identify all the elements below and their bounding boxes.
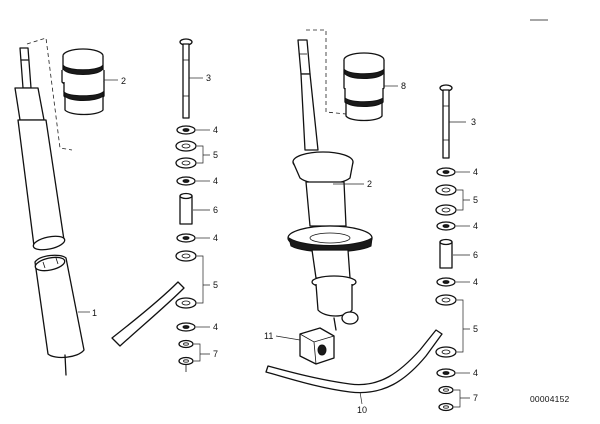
- callout-10: 10: [357, 405, 367, 415]
- callout-4-left-a: 4: [213, 125, 218, 135]
- callout-5-right-b: 5: [473, 324, 478, 334]
- callout-2-left: 2: [121, 76, 126, 86]
- callout-2-right: 2: [367, 179, 372, 189]
- document-number: 00004152: [530, 394, 569, 404]
- shock-absorber-left: [14, 47, 85, 376]
- callout-6-left-b: 5: [213, 280, 218, 290]
- rubber-mount: [299, 327, 335, 365]
- assembly-bracket-left: [26, 37, 73, 151]
- washer-stack-right: [435, 167, 457, 412]
- callout-5-right-a: 5: [473, 195, 478, 205]
- callout-4-left-b: 4: [213, 176, 218, 186]
- callout-1: 1: [92, 308, 97, 318]
- callout-6-left: 6: [213, 205, 218, 215]
- assembly-bracket-right: [306, 29, 347, 115]
- callout-6-right: 6: [473, 250, 478, 260]
- callout-4-right-d: 4: [473, 368, 478, 378]
- leaders-left: [78, 129, 210, 362]
- callout-3-left: 3: [206, 73, 211, 83]
- callout-7-left: 7: [213, 349, 218, 359]
- callout-11: 11: [264, 331, 273, 341]
- bump-stop-right: [343, 52, 385, 122]
- callout-4-left-d: 4: [213, 322, 218, 332]
- callout-4-right-a: 4: [473, 167, 478, 177]
- callout-4-left-c: 4: [213, 233, 218, 243]
- callout-7-right: 7: [473, 393, 478, 403]
- link-bolt-right: [439, 84, 453, 159]
- leaders-right: [453, 171, 470, 408]
- stabilizer-bar-right: [265, 329, 443, 394]
- callout-3-right: 3: [471, 117, 476, 127]
- spring-strut-right: [287, 39, 373, 331]
- bump-stop-left: [61, 48, 105, 116]
- callout-5-left: 5: [213, 150, 218, 160]
- callout-4-right-c: 4: [473, 277, 478, 287]
- callout-4-right-b: 4: [473, 221, 478, 231]
- callout-8-right: 8: [401, 81, 406, 91]
- washer-stack-left: [175, 125, 197, 372]
- link-bolt-left: [179, 38, 193, 119]
- stabilizer-bar-left: [111, 281, 185, 347]
